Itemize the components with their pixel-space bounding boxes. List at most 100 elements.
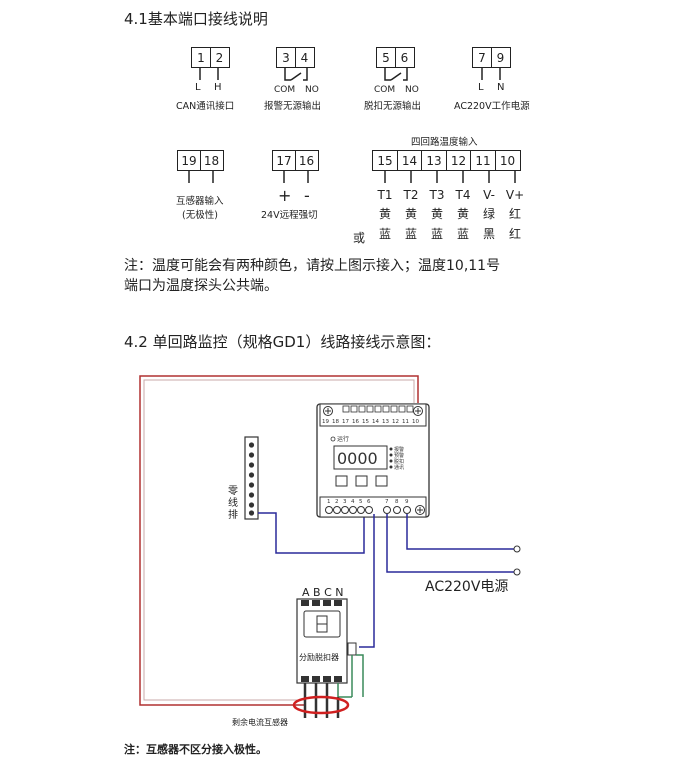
ct-loop-wire-shadow [143,379,415,701]
led-display [333,445,388,470]
bottom-term-6: 6 [367,499,371,505]
breaker-top-screws [301,600,342,606]
temp-row1-0: T1 [377,188,393,202]
indicator-prealarm: 预警 [394,452,404,459]
ct-ring [292,695,350,715]
shunt-trip-terminal [347,642,357,656]
ct-label: 剩余电流互感器 [232,717,288,727]
ct-caption-line2: (无极性) [182,210,218,221]
terminal-11: 11 [470,150,496,171]
bottom-term-9: 9 [405,499,409,505]
power-label: AC220V电源 [425,579,508,595]
top-term-18: 18 [332,419,339,425]
ct-loop-wire [139,375,419,706]
temp-row2-5: 红 [508,207,521,221]
can-pin-l: L [195,82,201,93]
bottom-term-5: 5 [359,499,363,505]
temp-row1-3: T4 [455,188,471,202]
breaker-bottom-screws [301,676,342,682]
shunt-wire-2 [356,654,364,697]
terminal-6: 6 [394,47,415,68]
bottom-term-8: 8 [395,499,399,505]
can-terminal-group: 1 2 [191,47,230,68]
top-term-17: 17 [342,419,349,425]
temp-row3-2: 蓝 [430,227,443,241]
top-terminal-numbers: 19 18 17 16 15 14 13 12 11 10 [322,419,419,425]
remote-caption: 24V远程强切 [261,210,318,221]
bottom-term-4: 4 [351,499,355,505]
top-term-19: 19 [322,419,329,425]
trip-terminal-group: 5 6 [376,47,415,68]
bottom-terminal-numbers: 1 2 3 4 5 6 7 8 9 [327,499,409,505]
ct-leads [188,171,214,183]
can-leads [199,68,219,80]
note1-line1: 注：温度可能会有两种颜色，请按上图示接入；温度10,11号 [124,258,501,274]
neutral-to-terminal-wire [258,511,365,554]
power-terminal-icon [513,568,521,576]
terminal-10: 10 [494,150,521,171]
breaker-label: 分励脱扣器 [299,652,339,662]
alarm-contact-symbol [284,68,308,81]
top-term-15: 15 [362,419,369,425]
terminal-14: 14 [396,150,423,171]
neutral-bar-label: 零线排 [228,486,238,521]
remote-pin-plus: + [278,186,292,205]
power-pin-l: L [478,82,484,93]
power-pin-n: N [497,82,505,93]
temp-row1-2: T3 [429,188,445,202]
can-caption: CAN通讯接口 [176,101,235,112]
terminal-9: 9 [490,47,511,68]
temp-row1-5: V+ [505,188,525,202]
power-caption: AC220V工作电源 [454,101,530,112]
power-wire-l [386,514,514,573]
temp-title: 四回路温度输入 [411,137,478,148]
shunt-wire-3 [337,683,352,698]
trip-contact-symbol [384,68,408,81]
top-terminal-holes [342,405,414,413]
temp-row3-5: 红 [508,227,521,241]
remote-leads [283,171,309,183]
terminal-12: 12 [445,150,472,171]
terminal-3: 3 [276,47,296,68]
top-term-16: 16 [352,419,359,425]
temp-labels: T1 T2 T3 T4 V- V+ 黄 黄 黄 黄 绿 红 蓝 蓝 蓝 蓝 黑 … [372,188,532,242]
run-label: 运行 [337,435,349,443]
temp-row1-1: T2 [403,188,419,202]
run-led-icon [330,436,336,442]
temp-row3-1: 蓝 [404,227,417,241]
temp-row3-4: 黑 [482,227,495,241]
indicator-trip: 脱扣 [394,458,404,465]
terminal-7: 7 [472,47,492,68]
can-pin-h: H [214,82,222,93]
terminal-5: 5 [376,47,396,68]
breaker-phases: A B C N [302,586,343,599]
temp-or-label: 或 [353,231,366,245]
top-term-13: 13 [382,419,389,425]
trip-pin-com: COM [374,85,396,95]
terminal-17: 17 [272,150,296,171]
trip-caption: 脱扣无源输出 [364,101,422,112]
temp-row2-2: 黄 [430,207,443,221]
temp-row3-3: 蓝 [456,227,469,241]
neutral-bar-screws [248,442,255,516]
top-term-14: 14 [372,419,379,425]
ct-terminal-group: 19 18 [177,150,224,171]
temp-leads [384,171,516,183]
bottom-term-2: 2 [335,499,339,505]
power-wire-n [406,514,514,550]
terminal-18: 18 [199,150,224,171]
note2: 注：互感器不区分接入极性。 [124,743,267,756]
terminal-2: 2 [209,47,230,68]
neutral-bar [244,436,259,520]
section-4-1-heading: 4.1基本端口接线说明 [124,10,268,28]
remote-pin-minus: - [304,186,310,205]
alarm-pin-no: NO [305,85,319,95]
temp-row2-1: 黄 [404,207,417,221]
bottom-term-1: 1 [327,499,331,505]
display-value: 0000 [337,449,378,468]
top-term-11: 11 [402,419,409,425]
top-term-10: 10 [412,419,419,425]
temp-row2-4: 绿 [482,207,495,221]
alarm-terminal-group: 3 4 [276,47,315,68]
section-4-2-heading: 4.2 单回路监控（规格GD1）线路接线示意图： [124,333,441,351]
